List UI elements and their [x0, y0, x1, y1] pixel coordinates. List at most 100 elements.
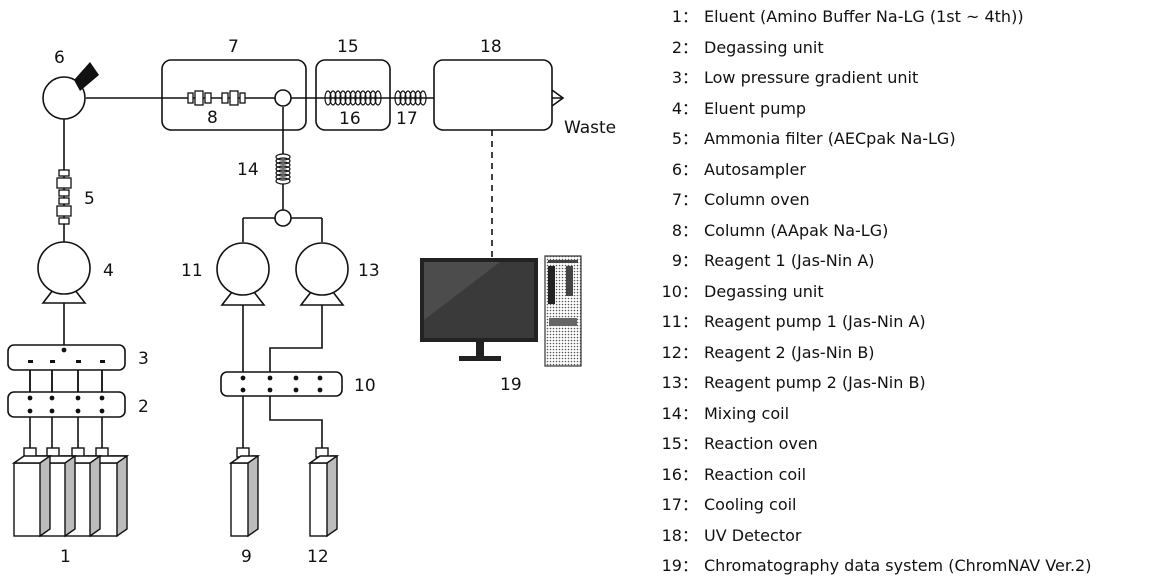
mixing-coil-icon [275, 153, 291, 185]
legend-item: 3： Low pressure gradient unit [648, 63, 1158, 94]
cooling-coil-icon [394, 90, 427, 106]
reagent-pump-1-icon [216, 242, 270, 306]
legend-number: 15： [661, 434, 698, 453]
legend-number: 11： [661, 312, 698, 331]
legend-text: Column (AApak Na-LG) [704, 220, 889, 240]
label-16: 16 [339, 109, 361, 129]
legend-item: 5： Ammonia filter (AECpak Na-LG) [648, 124, 1158, 155]
reagent-degassing-unit-box [220, 371, 343, 397]
legend-number: 7： [671, 190, 698, 209]
legend-item: 19： Chromatography data system (ChromNAV … [648, 551, 1158, 582]
legend-text: Cooling coil [704, 495, 797, 514]
label-11: 11 [181, 261, 203, 281]
legend-item: 15： Reaction oven [648, 429, 1158, 460]
label-10: 10 [354, 376, 376, 396]
legend-text: Reagent 2 (Jas-Nin B) [704, 342, 875, 362]
legend-text: Reaction oven [704, 434, 818, 453]
label-2: 2 [138, 397, 149, 417]
legend-number: 6： [671, 159, 698, 179]
legend-number: 17： [661, 495, 698, 514]
legend-number: 14： [661, 403, 698, 423]
legend-text: Mixing coil [704, 403, 790, 423]
label-7: 7 [228, 37, 239, 57]
legend-text: Eluent pump [704, 98, 807, 118]
label-5: 5 [84, 189, 95, 209]
eluent-bottles [11, 447, 130, 538]
reaction-oven-box [315, 59, 391, 131]
label-4: 4 [103, 261, 114, 281]
mixing-tee [274, 89, 292, 107]
legend-item: 8： Column (AApak Na-LG) [648, 216, 1158, 247]
legend-item: 9： Reagent 1 (Jas-Nin A) [648, 246, 1158, 277]
label-14: 14 [237, 160, 259, 180]
legend-item: 14： Mixing coil [648, 399, 1158, 430]
legend-text: Degassing unit [704, 37, 824, 57]
label-13: 13 [358, 261, 380, 281]
legend-item: 16： Reaction coil [648, 460, 1158, 491]
ammonia-filter-icon [56, 169, 72, 225]
legend-text: Degassing unit [704, 281, 824, 301]
legend-item: 4： Eluent pump [648, 94, 1158, 125]
legend-number: 1： [671, 7, 698, 26]
legend-number: 9： [671, 251, 698, 270]
label-18: 18 [480, 37, 502, 57]
gradient-unit-box [7, 344, 126, 371]
legend-item: 12： Reagent 2 (Jas-Nin B) [648, 338, 1158, 369]
legend-text: Low pressure gradient unit [704, 68, 919, 87]
legend-item: 7： Column oven [648, 185, 1158, 216]
legend-text: Ammonia filter (AECpak Na-LG) [704, 129, 956, 148]
legend-text: Eluent (Amino Buffer Na-LG (1st ~ 4th)) [704, 7, 1024, 26]
legend-text: UV Detector [704, 525, 802, 545]
legend-number: 5： [671, 129, 698, 148]
legend-number: 3： [671, 68, 698, 87]
label-9: 9 [241, 547, 252, 567]
legend-item: 13： Reagent pump 2 (Jas-Nin B) [648, 368, 1158, 399]
legend-number: 13： [661, 373, 698, 392]
legend-text: Autosampler [704, 159, 806, 179]
label-1: 1 [60, 547, 71, 567]
degassing-unit-box [7, 391, 126, 418]
legend-number: 4： [671, 98, 698, 118]
legend-number: 12： [661, 342, 698, 362]
label-19: 19 [500, 375, 522, 395]
legend-number: 18： [661, 525, 698, 545]
eluent-pump-icon [37, 241, 91, 304]
legend-number: 19： [661, 556, 698, 575]
legend-number: 8： [671, 220, 698, 240]
label-8: 8 [207, 108, 218, 128]
column-oven-box [161, 59, 307, 131]
flow-diagram: 1 2 3 4 5 6 7 8 9 10 11 12 13 14 15 16 1… [7, 37, 616, 567]
column-icon [187, 90, 246, 106]
label-3: 3 [138, 349, 149, 369]
legend-item: 6： Autosampler [648, 155, 1158, 186]
legend-number: 10： [661, 281, 698, 301]
label-12: 12 [307, 547, 329, 567]
reaction-coil-icon [324, 90, 382, 106]
legend-text: Reagent pump 1 (Jas-Nin A) [704, 312, 926, 331]
legend-item: 17： Cooling coil [648, 490, 1158, 521]
waste-label: Waste [564, 118, 616, 138]
legend-text: Reagent 1 (Jas-Nin A) [704, 251, 875, 270]
legend-number: 16： [661, 464, 698, 484]
label-17: 17 [396, 109, 418, 129]
legend-text: Reagent pump 2 (Jas-Nin B) [704, 373, 926, 392]
legend-text: Chromatography data system (ChromNAV Ver… [704, 556, 1092, 575]
reagent-2-bottle [307, 447, 340, 538]
label-15: 15 [337, 37, 359, 57]
uv-detector-box [433, 59, 553, 131]
legend-item: 1： Eluent (Amino Buffer Na-LG (1st ~ 4th)… [648, 2, 1158, 33]
legend: 1： Eluent (Amino Buffer Na-LG (1st ~ 4th)… [648, 2, 1158, 582]
autosampler-injector [74, 62, 99, 91]
autosampler-valve [42, 76, 86, 120]
legend-item: 11： Reagent pump 1 (Jas-Nin A) [648, 307, 1158, 338]
computer-icon [420, 255, 582, 367]
legend-text: Column oven [704, 190, 810, 209]
legend-item: 18： UV Detector [648, 521, 1158, 552]
legend-text: Reaction coil [704, 464, 807, 484]
legend-item: 10： Degassing unit [648, 277, 1158, 308]
label-6: 6 [54, 48, 65, 68]
legend-number: 2： [671, 37, 698, 57]
reagent-1-bottle [228, 447, 261, 538]
reagent-tee [274, 209, 292, 227]
legend-item: 2： Degassing unit [648, 33, 1158, 64]
